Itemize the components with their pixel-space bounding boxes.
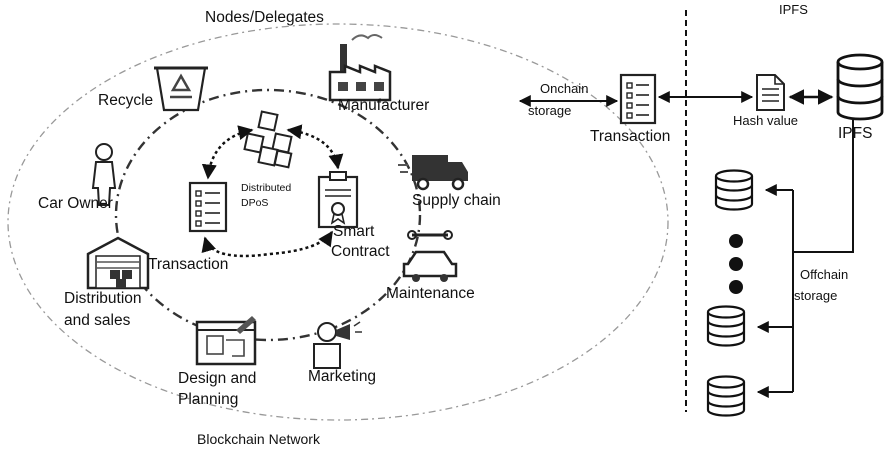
arrow-blocks-to-transaction [201,125,254,180]
consensus-label-line2: DPoS [241,197,269,209]
node-maintenance: Maintenance [386,285,475,302]
truck-icon [398,155,468,191]
onchain-storage-label-line2: storage [528,103,572,118]
node-distribution-line2: and sales [64,312,131,329]
warehouse-icon [86,236,150,290]
offchain-storage-label: Offchain [800,267,849,282]
blueprint-icon [195,316,257,366]
footer-blockchain-network: Blockchain Network [197,431,320,447]
storage-node-3 [706,375,746,417]
smart-contract-label: Smart [333,223,375,240]
hash-value-label: Hash value [733,113,799,128]
node-recycle: Recycle [98,92,154,109]
node-supply-chain: Supply chain [412,192,501,209]
offchain-line [792,120,854,392]
arrow-transaction-to-contract [201,230,334,258]
inner-transaction-label: Transaction [148,256,229,273]
onchain-storage-label: Onchain [540,81,589,96]
ellipsis-dot [729,234,743,248]
consensus-label: Distributed [241,182,292,194]
node-marketing: Marketing [308,368,377,385]
blocks-icon [243,110,293,169]
storage-node-2 [706,305,746,347]
blockchain-network-boundary [7,23,669,421]
offchain-storage-label-line2: storage [794,288,838,303]
node-distribution: Distribution [64,290,142,307]
consensus-ring [114,88,422,342]
ipfs-title: IPFS [779,2,808,17]
node-design-line2: Planning [178,391,239,408]
node-design: Design and [178,370,257,387]
ipfs-label: IPFS [838,125,873,142]
storage-transaction-icon [619,73,657,125]
smart-contract-label-line2: Contract [331,243,390,260]
storage-transaction-label: Transaction [590,128,671,145]
hash-document-icon [756,74,785,111]
arrow-blocks-to-contract [286,124,344,170]
person-icon [91,143,117,206]
wrench-car-icon [402,230,458,282]
storage-node-1 [714,169,754,211]
factory-icon [328,34,392,102]
recycle-bin-icon [154,66,208,112]
node-car-owner: Car Owner [38,195,113,212]
ellipsis-dot [729,257,743,271]
ellipsis-dot [729,280,743,294]
transaction-doc-icon [188,181,228,233]
title-nodes-delegates: Nodes/Delegates [205,9,324,26]
node-manufacturer: Manufacturer [338,97,430,114]
ipfs-database-icon [836,53,884,121]
megaphone-icon [313,321,362,369]
smart-contract-icon [317,171,359,229]
